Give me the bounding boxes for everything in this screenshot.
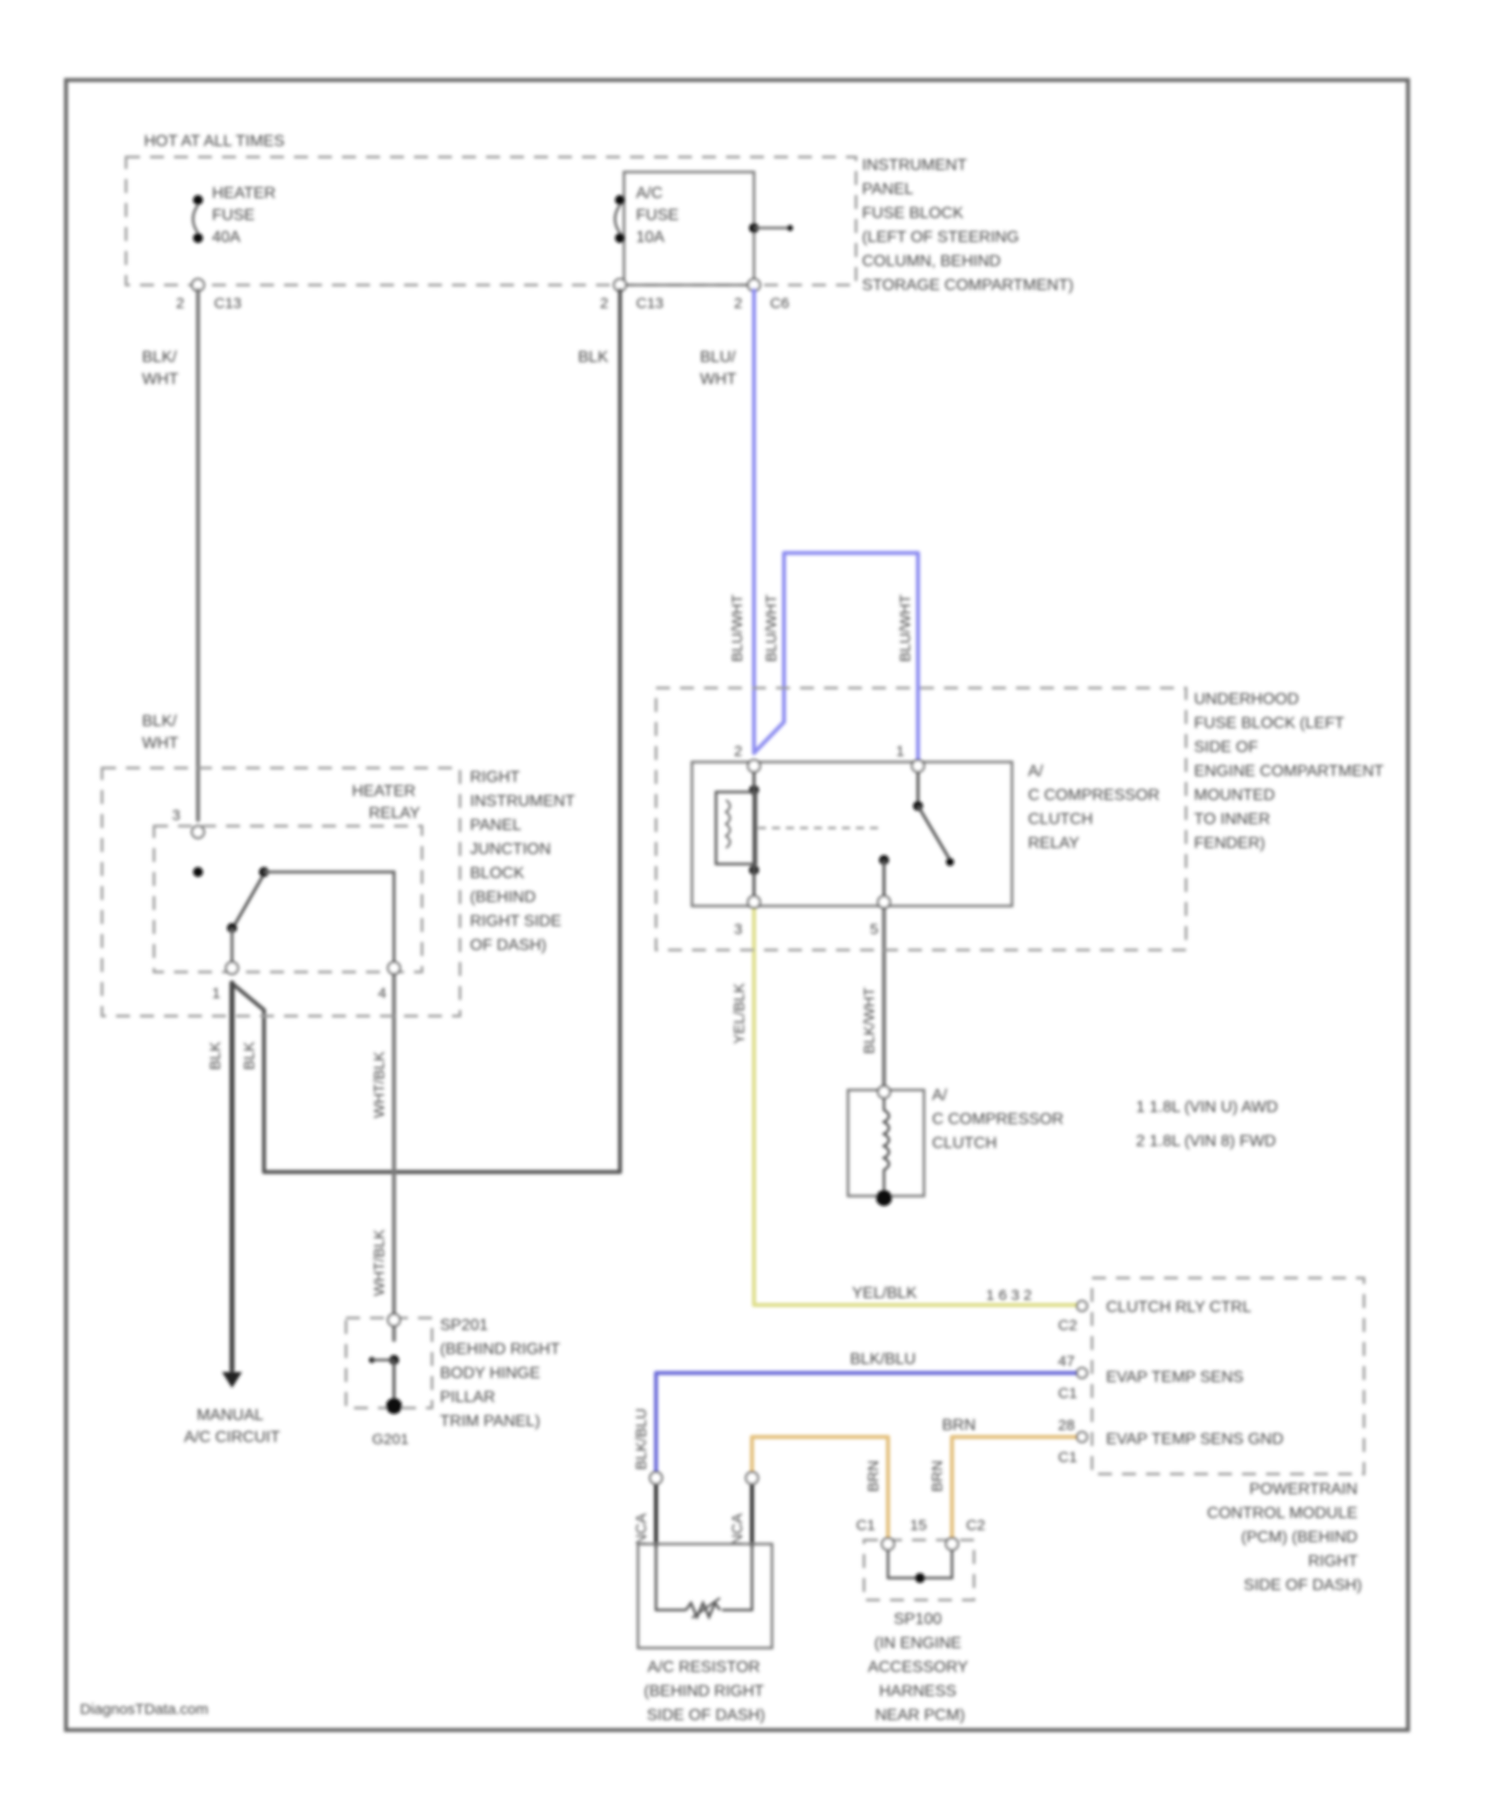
heater-relay-pin-1: 1 [212, 985, 220, 1002]
wire-label-nca-2: NCA [729, 1513, 746, 1545]
sp100-pin-c2: C2 [966, 1517, 985, 1534]
pcm-pin-clutch-rly-ctrl: CLUTCH RLY CTRL [1106, 1299, 1251, 1316]
pcm-conn-refs: 1 6 3 2 [986, 1287, 1032, 1304]
watermark: DiagnosTData.com [80, 1701, 208, 1718]
underhood-label: UNDERHOOD FUSE BLOCK (LEFT SIDE OF ENGIN… [1194, 691, 1388, 852]
heater-relay-pin-3: 3 [172, 807, 180, 824]
underhood-fuse-block-box [656, 688, 1186, 950]
wire-label-blk-blu-h: BLK/BLU [850, 1351, 916, 1368]
g201-label: G201 [372, 1431, 409, 1448]
heater-relay-box [154, 826, 422, 972]
pcm-small-c1b: C1 [1058, 1449, 1077, 1466]
fuse-heater-conn: C13 [214, 295, 242, 312]
compressor-relay-internals [716, 760, 954, 908]
fuse-heater-pin: 2 [176, 295, 184, 312]
wire-label-brn-v2: BRN [929, 1460, 946, 1492]
heater-relay-switch [192, 826, 400, 974]
pcm-small-47: 47 [1058, 1353, 1075, 1370]
heater-relay-title: HEATER RELAY [352, 783, 421, 822]
pcm-label: POWERTRAIN CONTROL MODULE (PCM) (BEHIND … [1207, 1481, 1362, 1594]
wire-yel-blk [754, 900, 1080, 1305]
wire-label-blk-2: BLK [241, 1042, 258, 1070]
wire-label-nca-1: NCA [633, 1513, 650, 1545]
compressor-clutch-label: A/ C COMPRESSOR CLUTCH [932, 1087, 1068, 1152]
compressor-clutch-coil [876, 1086, 892, 1206]
wire-label-yel-blk-v: YEL/BLK [731, 983, 748, 1044]
wire-label-blu-wht-v3: BLU/WHT [897, 595, 914, 663]
wire-label-blu-wht-v1: BLU/WHT [729, 595, 746, 663]
pcm-pin-evap-temp-sens-gnd: EVAP TEMP SENS GND [1106, 1431, 1284, 1448]
heater-relay-pin-4: 4 [378, 985, 386, 1002]
hot-at-all-times-label: HOT AT ALL TIMES [144, 133, 285, 150]
compressor-clutch-box [848, 1090, 924, 1196]
compressor-relay-box [692, 762, 1012, 906]
manual-ac-arrow [222, 1372, 242, 1388]
sp201-label: SP201 (BEHIND RIGHT BODY HINGE PILLAR TR… [440, 1317, 564, 1430]
sp201-box [346, 1318, 432, 1408]
compressor-relay-pin-3: 3 [734, 921, 742, 938]
pcm-pin-evap-temp-sens: EVAP TEMP SENS [1106, 1369, 1244, 1386]
wire-label-blk-wht-relay: BLK/ WHT [142, 713, 181, 752]
fuse-ac-conn: C13 [636, 295, 664, 312]
pcm-small-c2: C2 [1058, 1317, 1077, 1334]
wire-label-wht-blk-1: WHT/BLK [371, 1051, 388, 1118]
wire-label-blu-wht-top: BLU/ WHT [700, 349, 740, 388]
sp201-splice [369, 1314, 402, 1414]
wire-label-blk-1: BLK [207, 1042, 224, 1070]
wire-ac-fuse-blk [234, 290, 620, 1172]
wire-label-blu-wht-v2: BLU/WHT [763, 595, 780, 663]
manual-ac-label: MANUAL A/C CIRCUIT [184, 1407, 280, 1446]
pcm-small-c1a: C1 [1058, 1385, 1077, 1402]
sp100-splice [882, 1538, 958, 1583]
wire-label-brn-v1: BRN [865, 1460, 882, 1492]
sp100-label: SP100 (IN ENGINE ACCESSORY HARNESS NEAR … [868, 1611, 972, 1724]
wire-label-wht-blk-2: WHT/BLK [371, 1229, 388, 1296]
pcm-small-28: 28 [1058, 1417, 1075, 1434]
wire-label-blk-wht-1: BLK/ WHT [142, 349, 181, 388]
pcm-terminals [1077, 1301, 1087, 1442]
wire-label-blk-wht-v: BLK/WHT [861, 987, 878, 1054]
heater-relay-label: RIGHT INSTRUMENT PANEL JUNCTION BLOCK (B… [470, 769, 579, 954]
wire-label-blk-blu-v: BLK/BLU [633, 1408, 650, 1470]
ac-fuse-label: A/C FUSE 10A [636, 185, 683, 246]
fuse-right-pin: 2 [734, 295, 742, 312]
fuse-block-label: INSTRUMENT PANEL FUSE BLOCK (LEFT OF STE… [862, 157, 1074, 294]
compressor-notes: 1 1.8L (VIN U) AWD 2 1.8L (VIN 8) FWD [1136, 1099, 1282, 1150]
ac-resistor-label: A/C RESISTOR (BEHIND RIGHT SIDE OF DASH) [644, 1659, 768, 1724]
sp100-pin-c1: C1 [856, 1517, 875, 1534]
sp100-box [864, 1540, 974, 1600]
compressor-relay-label: A/ C COMPRESSOR CLUTCH RELAY [1028, 763, 1164, 852]
fuse-ac-pin: 2 [600, 295, 608, 312]
fuse-right-conn: C6 [770, 295, 789, 312]
compressor-relay-pin-2: 2 [734, 743, 742, 760]
heater-fuse [193, 195, 203, 243]
wire-label-yel-blk-h: YEL/BLK [852, 1285, 917, 1302]
wire-blk-blu [656, 1373, 1080, 1475]
compressor-relay-pin-5: 5 [870, 921, 878, 938]
heater-fuse-label: HEATER FUSE 40A [212, 185, 280, 246]
compressor-relay-pin-1: 1 [896, 743, 904, 760]
sp100-pin-15: 15 [910, 1517, 927, 1534]
fuse-block-feed-branch [749, 223, 793, 233]
wire-label-blk: BLK [578, 349, 609, 366]
wire-label-brn-h: BRN [942, 1417, 976, 1434]
